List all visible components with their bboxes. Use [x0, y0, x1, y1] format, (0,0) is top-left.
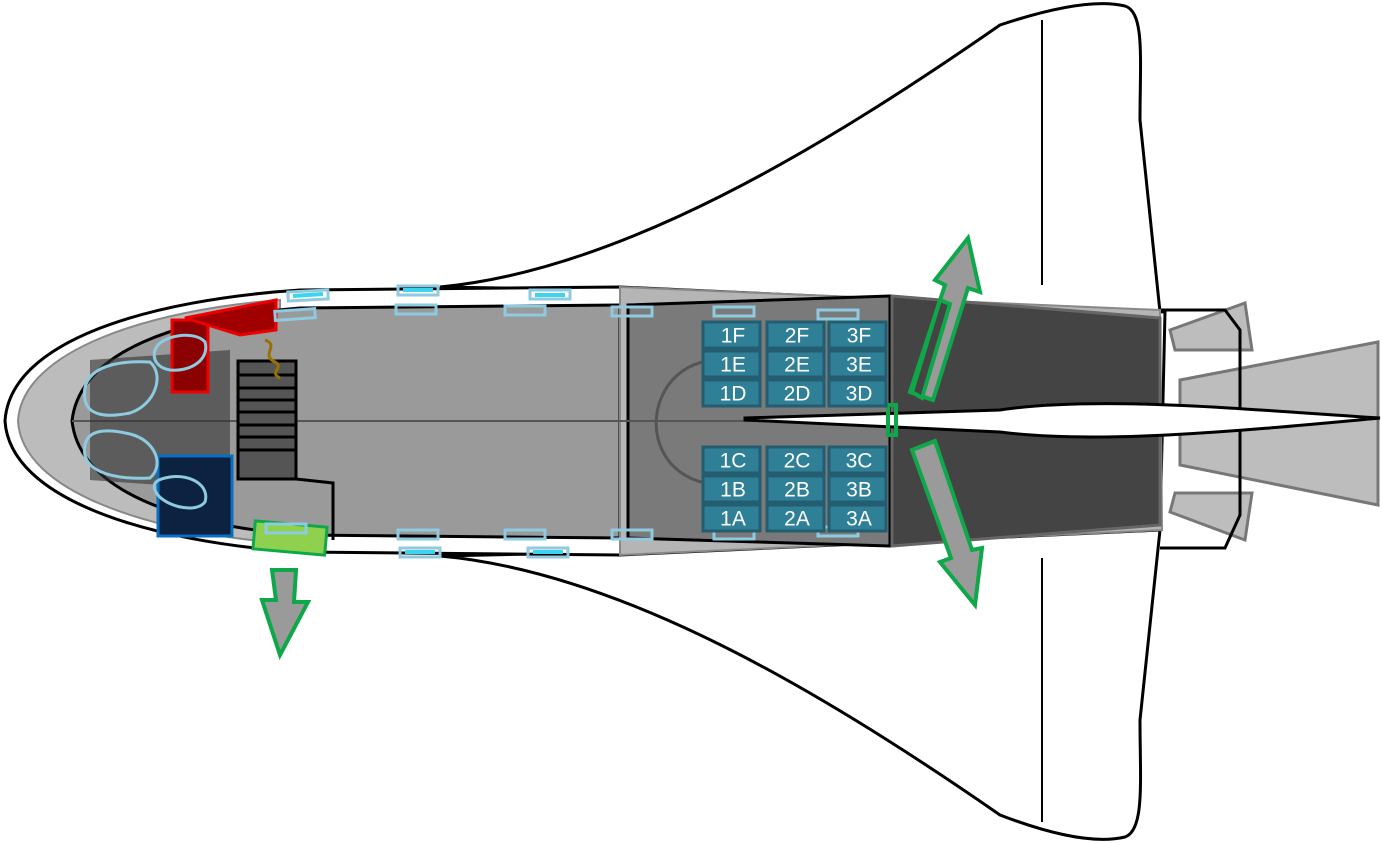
- seat-1E[interactable]: 1E: [701, 349, 762, 379]
- seat-box: [701, 320, 762, 350]
- exit-arrow-icon: [909, 438, 985, 610]
- seat-box: [701, 474, 762, 504]
- wire-icon: [264, 338, 281, 380]
- seat-label: 3A: [846, 508, 872, 531]
- seat-icon-bottom-right: [152, 475, 208, 510]
- stair-steps: [238, 373, 296, 452]
- seat-box: [701, 445, 762, 475]
- seat-box: [827, 349, 888, 379]
- seat-box: [827, 378, 888, 408]
- seat-box: [765, 349, 826, 379]
- seat-label: 2B: [784, 479, 810, 502]
- cockpit: [82, 298, 335, 557]
- emergency-exits: [259, 233, 985, 661]
- stairs: [236, 359, 298, 481]
- seat-1B[interactable]: 1B: [701, 474, 762, 504]
- seat-label: 2F: [785, 325, 810, 348]
- cockpit-bulkhead: [295, 477, 335, 540]
- seat-box: [765, 445, 826, 475]
- seat-box: [765, 474, 826, 504]
- seat-2D[interactable]: 2D: [765, 378, 826, 408]
- seat-3D[interactable]: 3D: [827, 378, 888, 408]
- red-panel: [184, 298, 278, 337]
- seat-label: 2E: [784, 354, 810, 377]
- center-latch: [886, 403, 898, 437]
- red-console: [170, 318, 210, 394]
- seat-1D[interactable]: 1D: [701, 378, 762, 408]
- seat-label: 2D: [784, 383, 811, 406]
- seat-label: 2A: [784, 508, 810, 531]
- seat-box: [765, 503, 826, 533]
- cockpit-seats: [82, 333, 208, 510]
- seat-3B[interactable]: 3B: [827, 474, 888, 504]
- seat-2A[interactable]: 2A: [765, 503, 826, 533]
- exit-strip-top: [909, 297, 953, 402]
- seat-box: [827, 445, 888, 475]
- seat-label: 1D: [720, 383, 747, 406]
- pilot-seat-icon: [82, 360, 159, 417]
- seat-grid: 1F 2F 3F 1E 2E 3E 1D 2D 3D 1C 2C 3C 1B 2B 3B 1A 2A 3A: [701, 320, 888, 533]
- seat-box: [765, 320, 826, 350]
- seat-2B[interactable]: 2B: [765, 474, 826, 504]
- copilot-seat-icon: [83, 429, 159, 480]
- seat-1F[interactable]: 1F: [701, 320, 762, 350]
- seat-3F[interactable]: 3F: [827, 320, 888, 350]
- seat-label: 1E: [720, 354, 746, 377]
- seat-label: 1A: [720, 508, 746, 531]
- seat-box: [701, 349, 762, 379]
- seat-label: 3C: [846, 450, 873, 473]
- seat-box: [701, 503, 762, 533]
- seat-label: 3B: [846, 479, 872, 502]
- seat-label: 3E: [846, 354, 872, 377]
- seat-label: 1C: [720, 450, 747, 473]
- seat-2C[interactable]: 2C: [765, 445, 826, 475]
- seat-label: 2C: [784, 450, 811, 473]
- seat-box: [701, 378, 762, 408]
- wing-top: [439, 2, 1162, 314]
- seat-box: [827, 474, 888, 504]
- seat-box: [765, 378, 826, 408]
- blue-console: [156, 454, 234, 538]
- tail-slit: [743, 402, 1381, 439]
- seat-box: [827, 503, 888, 533]
- seat-1A[interactable]: 1A: [701, 503, 762, 533]
- seat-label: 3F: [847, 325, 872, 348]
- seat-label: 1F: [721, 325, 746, 348]
- hatch: [251, 519, 329, 557]
- seat-1C[interactable]: 1C: [701, 445, 762, 475]
- seat-3E[interactable]: 3E: [827, 349, 888, 379]
- seat-3C[interactable]: 3C: [827, 445, 888, 475]
- seat-3A[interactable]: 3A: [827, 503, 888, 533]
- windows: [264, 284, 860, 559]
- seat-2F[interactable]: 2F: [765, 320, 826, 350]
- wing-bottom: [439, 528, 1162, 841]
- seat-box: [827, 320, 888, 350]
- seat-label: 3D: [846, 383, 873, 406]
- exit-arrow-icon: [259, 568, 312, 661]
- seat-icon-top-right: [152, 333, 208, 372]
- seat-2E[interactable]: 2E: [765, 349, 826, 379]
- seat-label: 1B: [720, 479, 746, 502]
- active-windows: [292, 288, 565, 554]
- bay-track: [654, 358, 740, 487]
